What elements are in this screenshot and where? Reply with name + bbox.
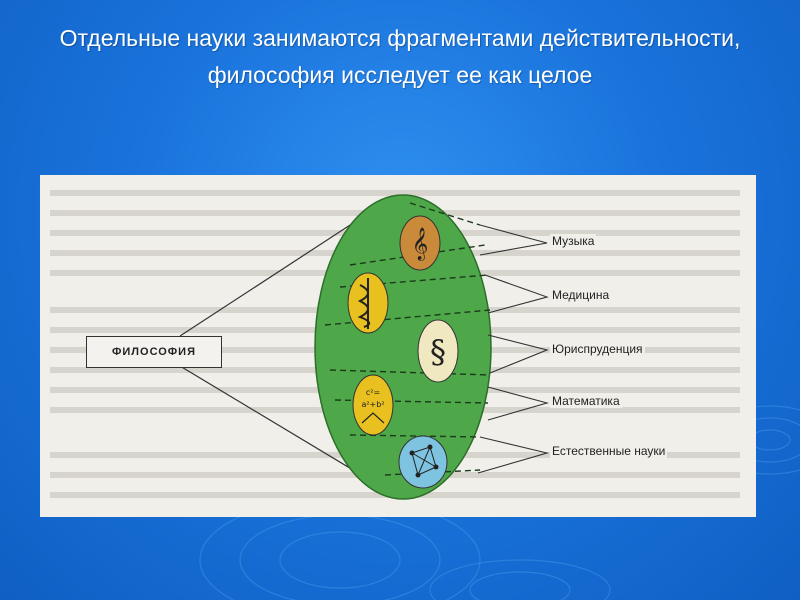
philosophy-label: ФИЛОСОФИЯ: [112, 346, 196, 358]
caduceus-icon: [347, 272, 389, 334]
label-math: Математика: [550, 394, 622, 408]
label-law: Юриспруденция: [550, 342, 645, 356]
svg-text:a²+b²: a²+b²: [361, 400, 384, 409]
slide-title: Отдельные науки занимаются фрагментами д…: [59, 25, 741, 88]
label-connectors: [477, 224, 550, 474]
label-natural-sciences: Естественные науки: [550, 444, 668, 458]
label-music: Музыка: [550, 234, 597, 248]
diagram-svg: 𝄞 § c²= a²+b²: [50, 190, 740, 500]
section-sign-icon: §: [417, 319, 459, 383]
diagram-image: 𝄞 § c²= a²+b²: [40, 175, 756, 517]
svg-text:c²=: c²=: [366, 388, 380, 397]
molecule-icon: [398, 435, 448, 489]
treble-clef-icon: 𝄞: [399, 215, 441, 271]
formula-icon: c²= a²+b²: [352, 374, 394, 436]
svg-text:𝄞: 𝄞: [412, 227, 429, 261]
svg-text:§: §: [430, 333, 446, 371]
label-medicine: Медицина: [550, 288, 612, 302]
philosophy-box: ФИЛОСОФИЯ: [86, 336, 222, 368]
